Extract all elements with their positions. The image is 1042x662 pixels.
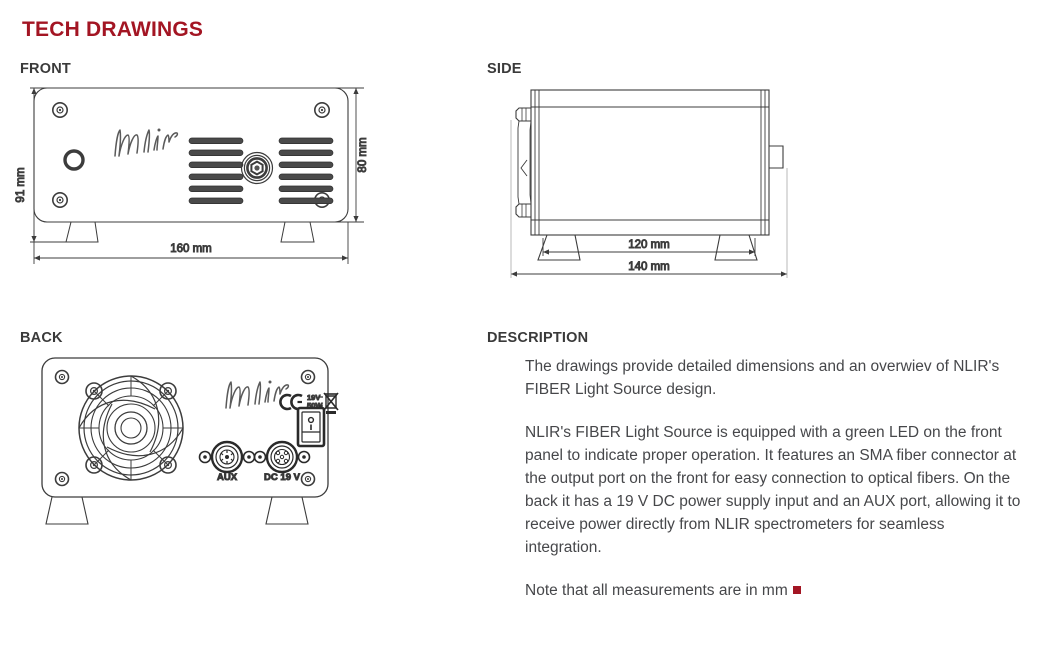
section-heading-front: FRONT [20,61,71,77]
dc-screw-left [253,450,267,464]
section-heading-description: DESCRIPTION [487,330,589,346]
back-fan-grille [78,375,184,481]
back-fan-screw-top-left [85,382,103,400]
description-paragraph-1: The drawings provide detailed dimensions… [525,358,1000,398]
dimension-depth-140 [510,120,788,278]
dimension-label-height-91: 91 mm [15,167,27,202]
side-front-bracket [515,107,532,218]
back-corner-screw-top-right [300,369,316,385]
description-text-block: The drawings provide detailed dimensions… [525,355,1025,602]
back-foot-right [265,496,309,525]
front-corner-screw-top-left [51,101,68,118]
back-brand-logo [225,380,290,409]
back-fan-screw-top-right [159,382,177,400]
front-foot-right [280,221,315,243]
rating-voltage-label: 19V [307,393,320,402]
front-view-drawing: 91 mm 80 mm 160 mm [8,80,378,280]
back-corner-screw-top-left [54,369,70,385]
side-foot-left [537,234,581,261]
side-rear-panel-lines [760,90,766,235]
front-vent-group-right [278,137,334,204]
dimension-label-height-80: 80 mm [357,137,369,172]
description-paragraph-3: Note that all measurements are in mm [525,579,1025,602]
side-rear-tab [769,145,784,169]
side-enclosure-body [530,89,770,236]
side-foot-right [714,234,758,261]
dimension-depth-120 [542,238,756,256]
front-corner-screw-bottom-left [51,192,68,209]
back-view-drawing: 19V 50W [30,352,340,537]
rating-power-label: 50W [307,401,323,410]
back-power-switch [296,406,326,448]
section-heading-side: SIDE [487,61,522,77]
page-title: TECH DRAWINGS [22,18,204,41]
dimension-width-160 [33,222,349,264]
front-corner-screw-top-right [313,101,330,118]
front-sma-connector [240,151,274,185]
dc-connector-label: DC 19 V [264,472,301,483]
back-corner-screw-bottom-right [300,471,316,487]
front-vent-group-left [188,137,244,204]
back-foot-left [45,496,89,525]
weee-icon [323,392,339,414]
description-paragraph-2: NLIR's FIBER Light Source is equipped wi… [525,424,1021,556]
section-heading-back: BACK [20,330,63,346]
front-led-indicator [63,149,85,171]
back-corner-screw-bottom-left [54,471,70,487]
front-brand-logo [114,128,179,157]
dimension-label-depth-140: 140 mm [628,261,670,273]
back-compliance-marks: 19V 50W [279,392,339,414]
end-of-text-marker [792,586,801,594]
back-aux-connector [198,440,256,474]
dimension-label-width-160: 160 mm [170,243,212,255]
description-note-text: Note that all measurements are in mm [525,582,788,599]
dc-screw-right [297,450,311,464]
side-front-panel-lines [534,90,540,235]
side-view-drawing: 120 mm 140 mm [505,80,825,295]
back-fan-screw-bottom-right [159,456,177,474]
aux-connector-label: AUX [217,472,238,483]
aux-screw-left [198,450,212,464]
power-switch-off-mark [307,416,315,424]
dimension-label-depth-120: 120 mm [628,239,670,251]
front-foot-left [65,221,99,243]
back-fan-screw-bottom-left [85,456,103,474]
back-dc-connector [253,440,311,474]
